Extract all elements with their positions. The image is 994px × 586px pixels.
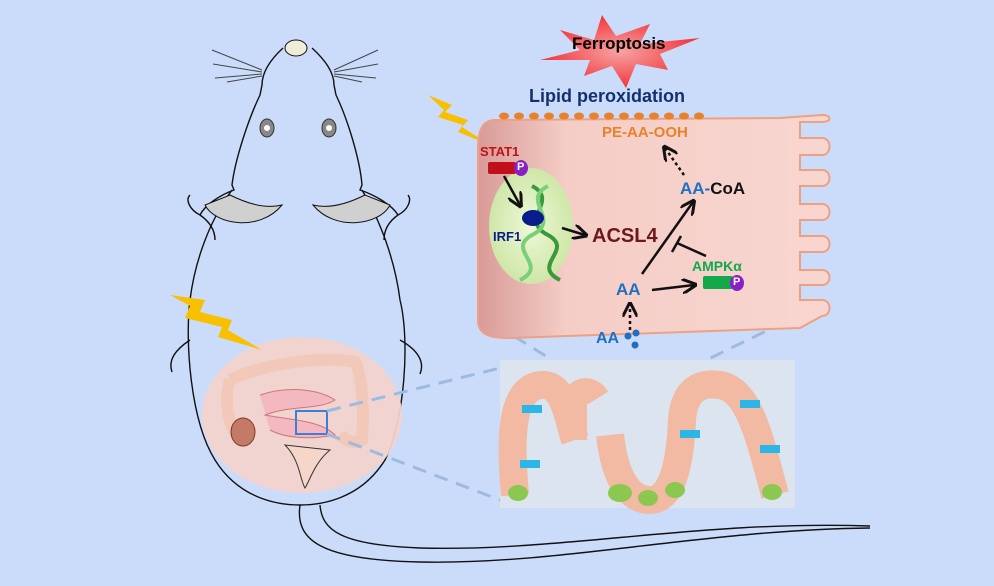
ampk-bar [703,276,733,289]
ferroptosis-burst [540,15,700,88]
lipid-peroxidation-label: Lipid peroxidation [529,86,685,106]
pathway-arrows [502,148,707,330]
stat1-label: STAT1 [480,144,520,159]
zoom-connector-lines [326,298,831,502]
ampk-phospho-label: P [733,276,741,288]
aa-inside-label: AA [616,280,641,299]
ampk-phospho-icon [730,275,744,291]
aa-coa-prefix: AA- [680,179,711,198]
mouse-nose [284,39,308,57]
irf1-label: IRF1 [493,229,522,244]
stat1-phospho-icon [514,160,528,176]
pe-aa-ooh-label: PE-AA-OOH [602,124,688,141]
stat1-bar [488,162,516,174]
aa-molecules-icon [624,329,640,349]
zoom-region-box [295,410,328,435]
membrane-lipid-dots [499,112,704,120]
lightning-bolt-icon [170,295,262,350]
villi-panel [498,360,795,515]
lightning-bolt-icon-cell [428,95,490,145]
mouse-eyes [259,118,337,138]
aa-coa-label: AA-CoA [680,179,745,199]
acsl4-label: ACSL4 [592,225,658,247]
mouse-forepaws [204,194,391,224]
irf1-protein [522,210,544,226]
aa-coa-suffix: CoA [710,179,746,198]
ampk-label: AMPKα [692,258,742,274]
ferroptosis-label: Ferroptosis [572,34,666,53]
intestine-illustration [221,353,369,489]
stat1-phospho-label: P [517,161,525,173]
aa-outside-label: AA [596,330,620,347]
dna-helix-icon [519,184,561,282]
